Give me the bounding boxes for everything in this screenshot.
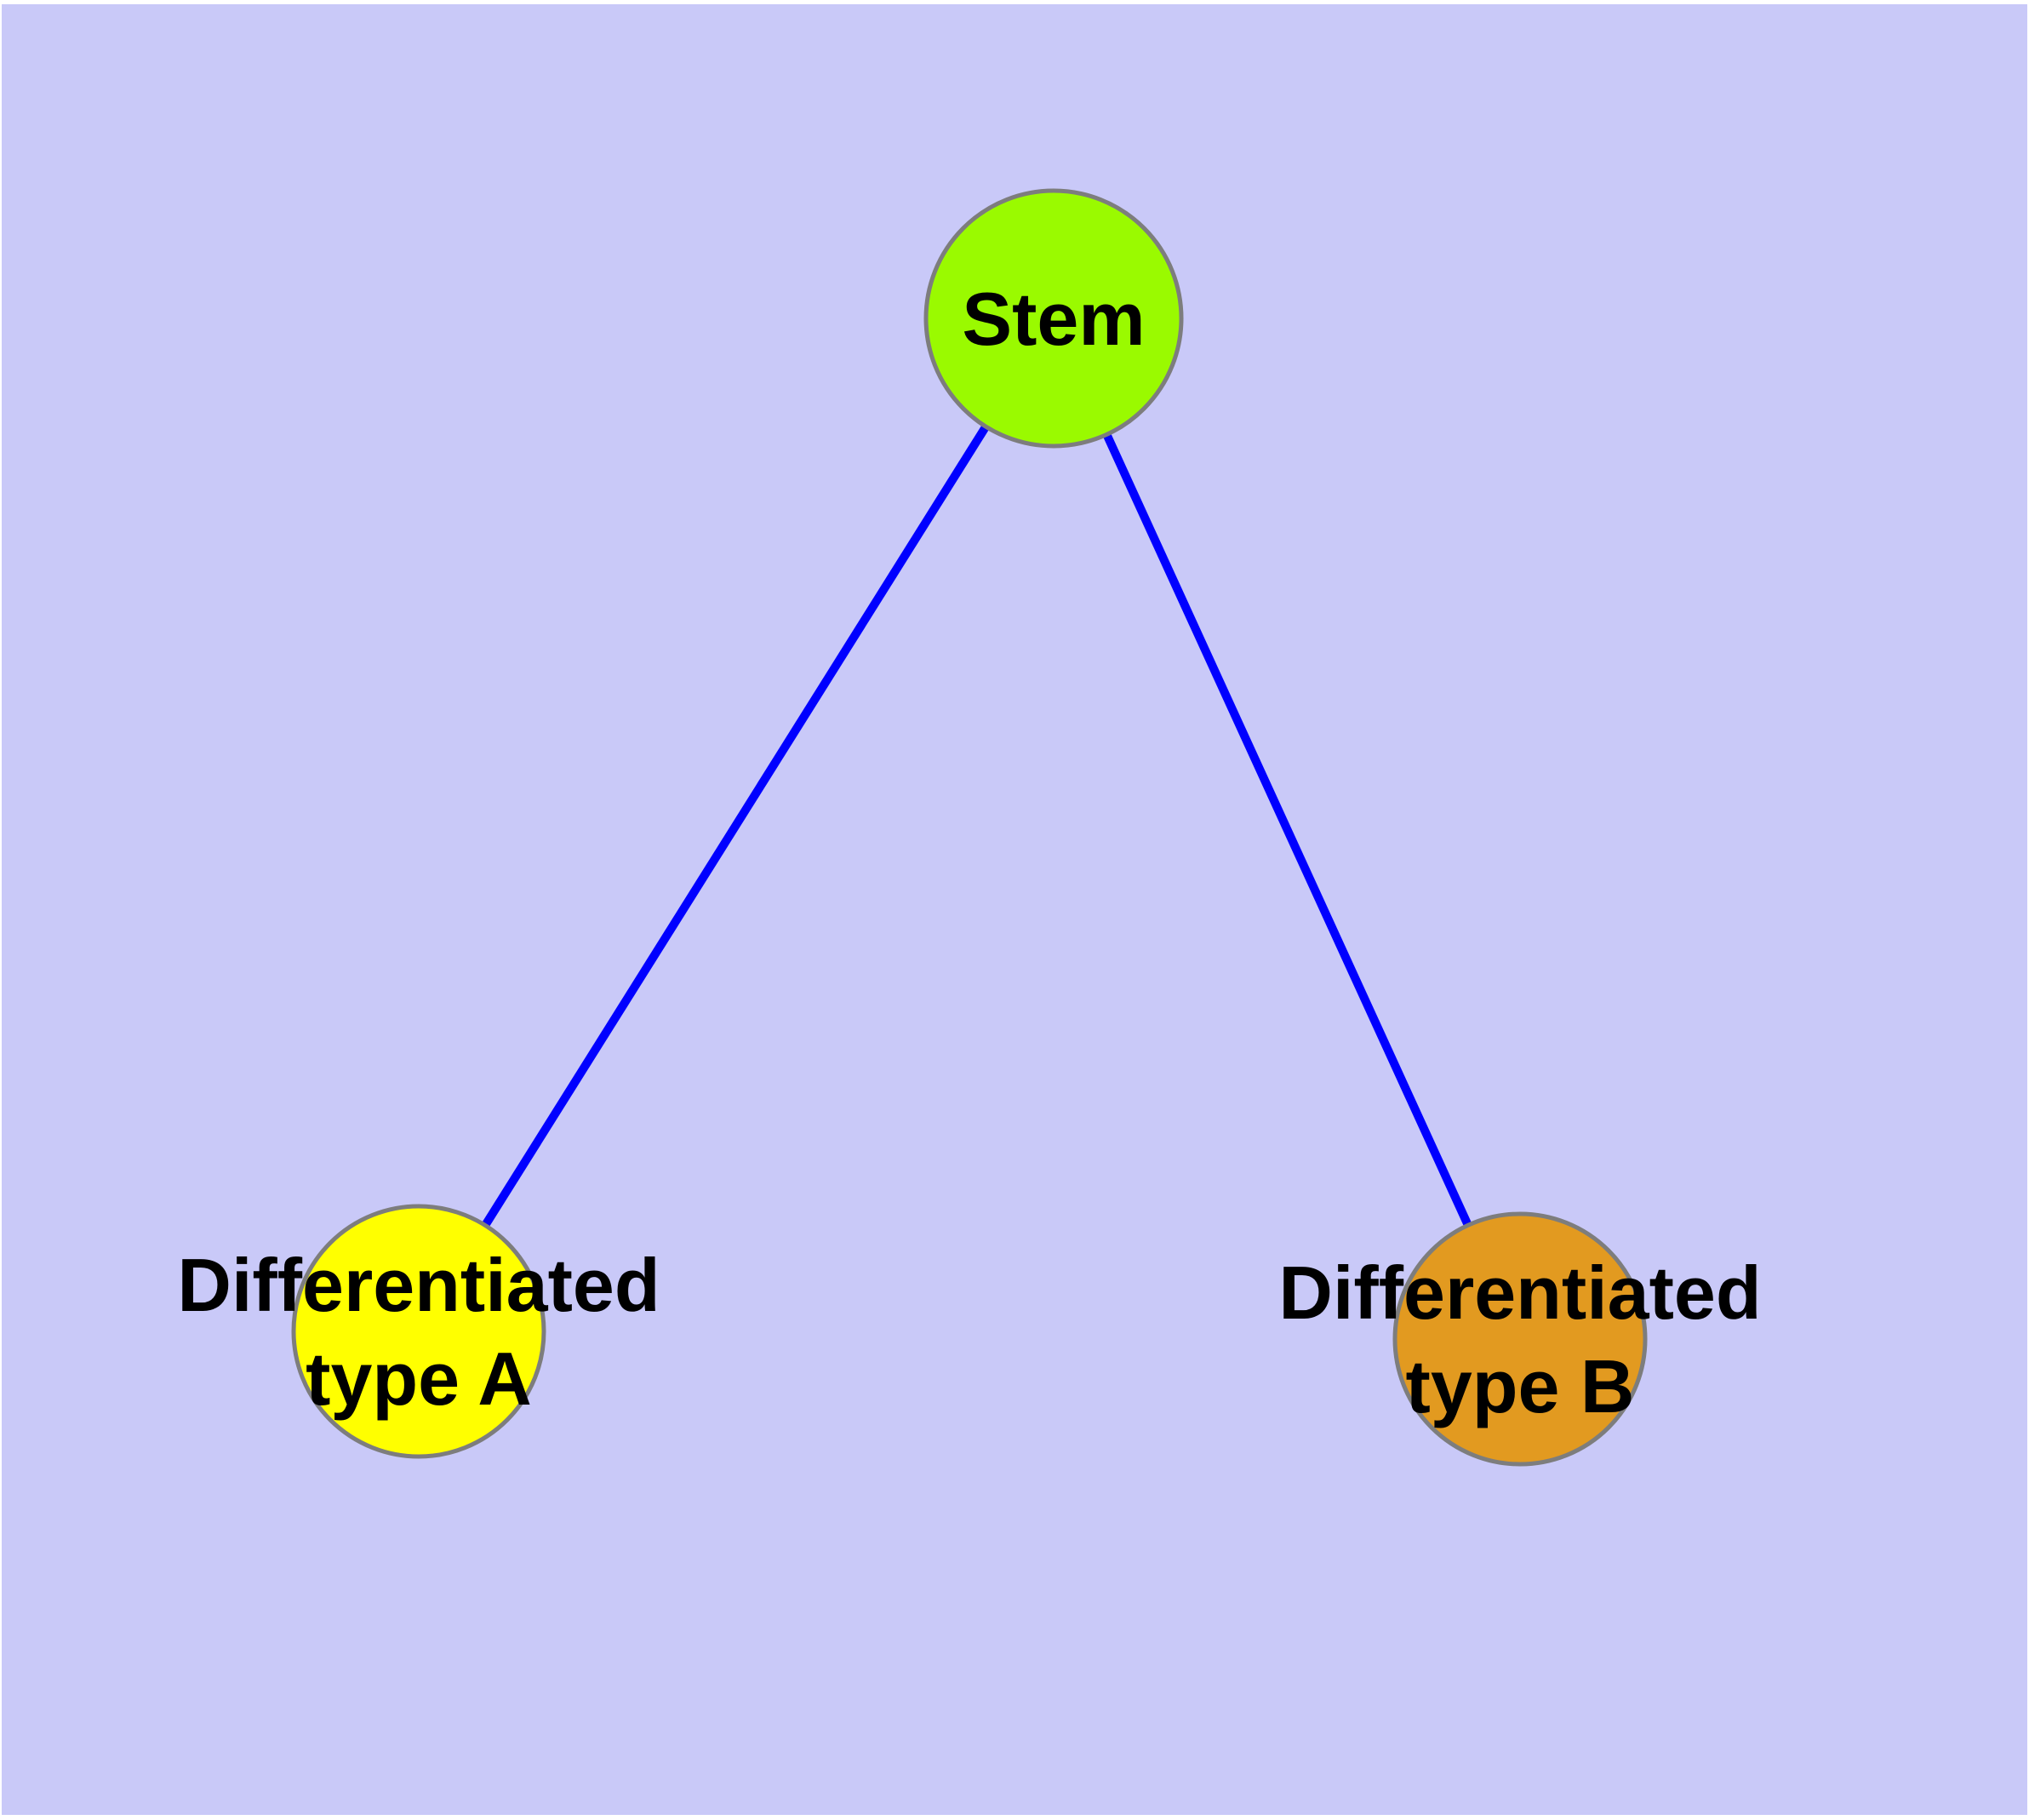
node-type-a-label: Differentiated type A: [177, 1243, 660, 1421]
node-type-b-label-line2: type B: [1406, 1344, 1635, 1428]
node-differentiated-type-a: [291, 1204, 546, 1459]
node-type-b-label-line1: Differentiated: [1278, 1251, 1761, 1335]
edge-stem-to-type-a: [414, 316, 1058, 1334]
node-type-b-label: Differentiated type B: [1278, 1251, 1761, 1428]
node-differentiated-type-b: [1392, 1211, 1648, 1467]
node-type-a-label-line2: type A: [306, 1336, 532, 1421]
edge-stem-to-type-b: [1049, 316, 1524, 1342]
node-stem: [923, 188, 1184, 449]
node-type-a-label-line1: Differentiated: [177, 1243, 660, 1327]
node-stem-label: Stem: [962, 277, 1145, 361]
